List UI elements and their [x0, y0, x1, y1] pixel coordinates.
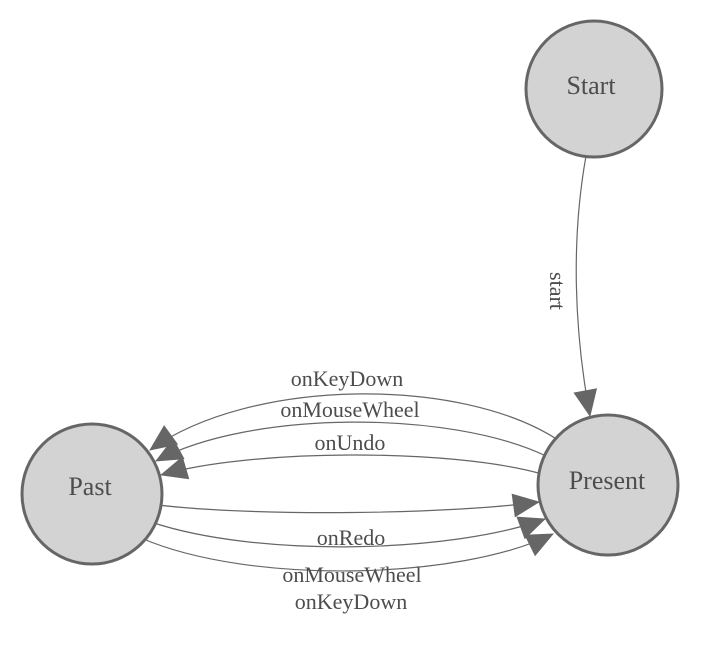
- edge-label-onkeydown-top: onKeyDown: [291, 366, 403, 391]
- edge-present-to-past-onkeydown: [149, 393, 559, 451]
- node-present: Present: [536, 413, 680, 557]
- node-start-circle: [524, 19, 664, 159]
- node-present-circle: [536, 413, 680, 557]
- edge-start-to-present: [573, 155, 598, 417]
- node-present-label: Present: [569, 466, 646, 495]
- edge-present-to-past-onmousewheel: [155, 421, 547, 462]
- edge-label-onredo: onRedo: [317, 525, 385, 550]
- edge-label-group: start onKeyDown onMouseWheel onUndo onRe…: [280, 272, 570, 614]
- edge-label-onundo: onUndo: [315, 430, 386, 455]
- edge-label-onmousewheel-bottom: onMouseWheel: [282, 562, 421, 587]
- edge-past-to-present-onkeydown: [140, 533, 554, 572]
- edge-past-to-present-onmousewheel: [150, 516, 546, 548]
- edge-label-start: start: [545, 272, 570, 310]
- edge-label-onkeydown-bottom: onKeyDown: [295, 589, 407, 614]
- node-start: Start: [524, 19, 664, 159]
- edge-group: [140, 155, 598, 572]
- node-start-label: Start: [566, 71, 616, 100]
- edge-present-to-past-onundo: [160, 454, 543, 480]
- edge-label-onmousewheel-top: onMouseWheel: [280, 397, 419, 422]
- node-past: Past: [20, 422, 164, 566]
- edge-past-to-present-onredo: [157, 493, 540, 518]
- node-past-circle: [20, 422, 164, 566]
- node-past-label: Past: [68, 472, 112, 501]
